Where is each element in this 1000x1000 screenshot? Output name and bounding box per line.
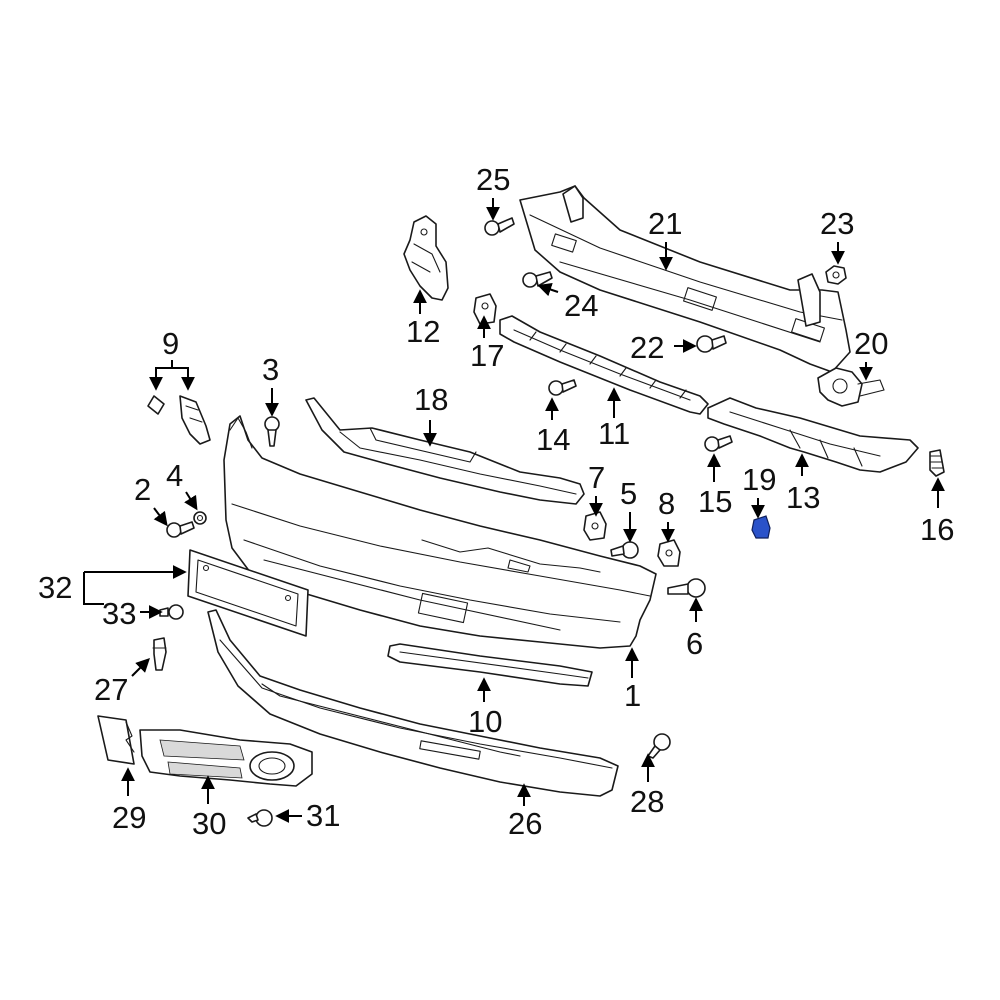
part-3-screw[interactable] — [264, 416, 280, 447]
part-11-absorber[interactable] — [499, 315, 709, 415]
part-14-bolt[interactable] — [548, 379, 577, 396]
part-25-bolt[interactable] — [484, 217, 515, 236]
callout-5: 5 — [620, 476, 637, 511]
part-6-bolt[interactable] — [667, 578, 706, 598]
callout-26: 26 — [508, 806, 542, 841]
part-27-clip[interactable] — [152, 637, 167, 671]
callout-18: 18 — [414, 382, 448, 417]
callout-24: 24 — [564, 288, 598, 323]
callout-3: 3 — [262, 352, 279, 387]
part-2-bolt[interactable] — [166, 521, 195, 538]
leader-4 — [184, 491, 198, 511]
callout-14: 14 — [536, 422, 570, 457]
callout-2: 2 — [134, 472, 151, 507]
leader-lines — [83, 198, 945, 823]
leader-9-bracket — [149, 360, 173, 391]
callout-30: 30 — [192, 806, 226, 841]
part-18-upper-cover[interactable] — [305, 397, 585, 505]
callout-32: 32 — [38, 570, 72, 605]
part-29-cover[interactable] — [97, 715, 135, 765]
callout-9: 9 — [162, 326, 179, 361]
callout-17: 17 — [470, 338, 504, 373]
part-24-bolt[interactable] — [522, 271, 553, 288]
callout-8: 8 — [658, 486, 675, 521]
part-22-bolt[interactable] — [696, 335, 727, 353]
part-28-bolt[interactable] — [647, 733, 671, 759]
callout-12: 12 — [406, 314, 440, 349]
part-9-clips[interactable] — [147, 395, 211, 445]
leader-32-bracket — [83, 572, 104, 605]
part-10-molding[interactable] — [387, 643, 593, 687]
callout-6: 6 — [686, 626, 703, 661]
callout-11: 11 — [598, 416, 630, 451]
callout-19: 19 — [742, 462, 776, 497]
callout-21: 21 — [648, 206, 682, 241]
part-8-clip[interactable] — [657, 539, 681, 567]
callout-labels: 25 21 23 24 22 20 12 17 18 9 3 14 11 19 … — [38, 162, 954, 841]
callout-27: 27 — [94, 672, 128, 707]
part-31-screw[interactable] — [247, 809, 273, 827]
callout-15: 15 — [698, 484, 732, 519]
callout-16: 16 — [920, 512, 954, 547]
callout-33: 33 — [102, 596, 136, 631]
part-32-license-bracket[interactable] — [187, 549, 309, 637]
callout-25: 25 — [476, 162, 510, 197]
callout-29: 29 — [112, 800, 146, 835]
part-1-bumper-cover[interactable] — [223, 415, 657, 649]
callout-28: 28 — [630, 784, 664, 819]
part-4-washer[interactable] — [193, 511, 207, 525]
callout-20: 20 — [854, 326, 888, 361]
part-26-lower-spoiler[interactable] — [207, 609, 619, 797]
callout-23: 23 — [820, 206, 854, 241]
part-7-clip[interactable] — [583, 511, 607, 541]
leader-24 — [537, 282, 559, 297]
part-20-bracket[interactable] — [817, 367, 885, 407]
callout-7: 7 — [588, 460, 605, 495]
callout-22: 22 — [630, 330, 664, 365]
part-13-side-bracket[interactable] — [707, 397, 919, 473]
part-12-side-bracket[interactable] — [403, 215, 449, 301]
part-33-screw[interactable] — [159, 604, 184, 620]
callout-31: 31 — [306, 798, 340, 833]
part-21-reinforcement-bar[interactable] — [519, 185, 851, 373]
part-30-fog-grille[interactable] — [139, 729, 313, 787]
leader-27 — [131, 658, 150, 677]
callout-13: 13 — [786, 480, 820, 515]
part-19-clip[interactable] — [751, 515, 771, 539]
part-5-bolt[interactable] — [610, 541, 639, 559]
part-23-nut[interactable] — [825, 265, 847, 285]
callout-10: 10 — [468, 704, 502, 739]
callout-1: 1 — [624, 678, 641, 713]
leader-9-bracket-b — [172, 367, 195, 391]
part-16-bolt[interactable] — [929, 449, 945, 477]
part-15-bolt[interactable] — [704, 435, 733, 452]
callout-4: 4 — [166, 458, 183, 493]
leader-2 — [153, 507, 168, 527]
